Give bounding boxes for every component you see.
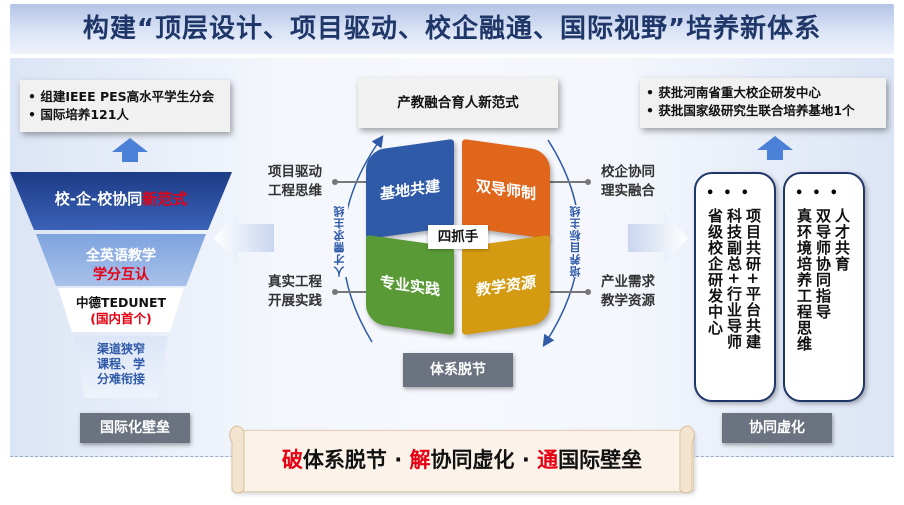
box1-dots: •••	[706, 186, 758, 201]
lower-right-line-2: 教学资源	[601, 293, 655, 309]
funnel-level-3-line-1: 中德TEDUNET	[75, 295, 167, 310]
banner-text-1: 体系脱节	[302, 448, 387, 472]
right-box-platform: ••• 省级校企研发中心 科技副总+行业导师 项目共研+平台共建	[694, 172, 776, 402]
tile-teaching-resources: 教学资源	[462, 234, 550, 336]
internationalization-barrier-label: 国际化壁垒	[80, 413, 190, 443]
four-levers-label: 四抓手	[428, 225, 488, 249]
banner-scroll-curl-left	[229, 425, 245, 494]
funnel-level-2-line-2: 学分互认	[93, 267, 149, 283]
box2-item-3: 人才共育	[833, 208, 851, 272]
left-big-arrow	[214, 212, 274, 264]
upper-left-line-2: 工程思维	[268, 183, 322, 199]
banner-break: 破	[281, 448, 303, 472]
left-achievement-box: 组建IEEE PES高水平学生分会 国际培养121人	[20, 80, 230, 132]
box2-item-1: 真环境培养工程思维	[795, 208, 813, 352]
upper-right-line-2: 理实融合	[601, 183, 655, 199]
title-bar	[10, 4, 894, 54]
lower-left-line-2: 开展实践	[268, 293, 322, 309]
left-up-arrow	[112, 138, 148, 162]
funnel-graphic	[10, 172, 232, 398]
right-arc-label: 培养目标主线	[568, 205, 584, 277]
banner-scroll-curl-right	[679, 425, 695, 494]
collaboration-weak-label: 协同虚化	[722, 413, 832, 443]
funnel-level-1	[10, 172, 232, 230]
banner-sep-1: ·	[394, 448, 403, 472]
banner-text-3: 国际壁垒	[558, 448, 643, 472]
center-top-box: 产教融合育人新范式	[358, 78, 558, 128]
right-big-arrow	[628, 212, 688, 264]
left-bullet-2: 国际培养121人	[28, 106, 129, 123]
right-box-mentorship: ••• 真环境培养工程思维 双导师协同指导 人才共育	[783, 172, 865, 402]
upper-left-line-1: 项目驱动	[268, 164, 322, 180]
funnel-level-3	[58, 288, 184, 332]
funnel-level-1-text: 校-企-校协同新范式	[54, 190, 188, 208]
left-arc-label: 人才需求主线	[332, 205, 348, 277]
right-bullet-2: 获批国家级研究生联合培养基地1个	[646, 102, 854, 119]
new-paradigm-highlight: 新范式	[142, 190, 188, 208]
system-disconnect-label: 体系脱节	[403, 353, 513, 387]
box1-item-2: 科技副总+行业导师	[725, 208, 743, 350]
banner-sep-2: ·	[521, 448, 530, 472]
banner-text-2: 协同虚化	[430, 448, 515, 472]
box1-item-1: 省级校企研发中心	[706, 208, 724, 336]
box2-dots: •••	[795, 186, 847, 201]
left-bullet-1: 组建IEEE PES高水平学生分会	[28, 88, 214, 105]
bottom-banner	[232, 430, 694, 492]
center-top-text: 产教融合育人新范式	[397, 95, 519, 111]
funnel-level-3-line-2: (国内首个)	[90, 311, 152, 326]
funnel-level-4-line-3: 分难衔接	[96, 372, 145, 386]
banner-resolve: 解	[409, 448, 431, 472]
bottom-banner-text: 破体系脱节 · 解协同虚化 · 通国际壁垒	[232, 430, 692, 490]
upper-right-line-1: 校企协同	[601, 164, 655, 180]
lower-right-line-1: 产业需求	[601, 274, 655, 290]
funnel-level-4	[74, 336, 168, 398]
banner-connect: 通	[537, 448, 559, 472]
funnel-level-4-line-2: 课程、学	[96, 357, 145, 371]
box1-item-3: 项目共研+平台共建	[744, 208, 762, 350]
tile-professional-practice: 专业实践	[366, 234, 454, 336]
page-title: 构建“顶层设计、项目驱动、校企融通、国际视野”培养新体系	[82, 14, 822, 44]
lower-left-line-1: 真实工程	[268, 274, 322, 290]
right-up-arrow	[757, 136, 793, 160]
right-achievement-box: 获批河南省重大校企研发中心 获批国家级研究生联合培养基地1个	[640, 78, 886, 128]
funnel-level-2-line-1: 全英语教学	[86, 248, 156, 264]
funnel-level-2	[36, 234, 206, 286]
right-bullet-1: 获批河南省重大校企研发中心	[646, 84, 821, 101]
box2-item-2: 双导师协同指导	[814, 208, 832, 320]
funnel-level-4-line-1: 渠道狭窄	[96, 342, 145, 356]
